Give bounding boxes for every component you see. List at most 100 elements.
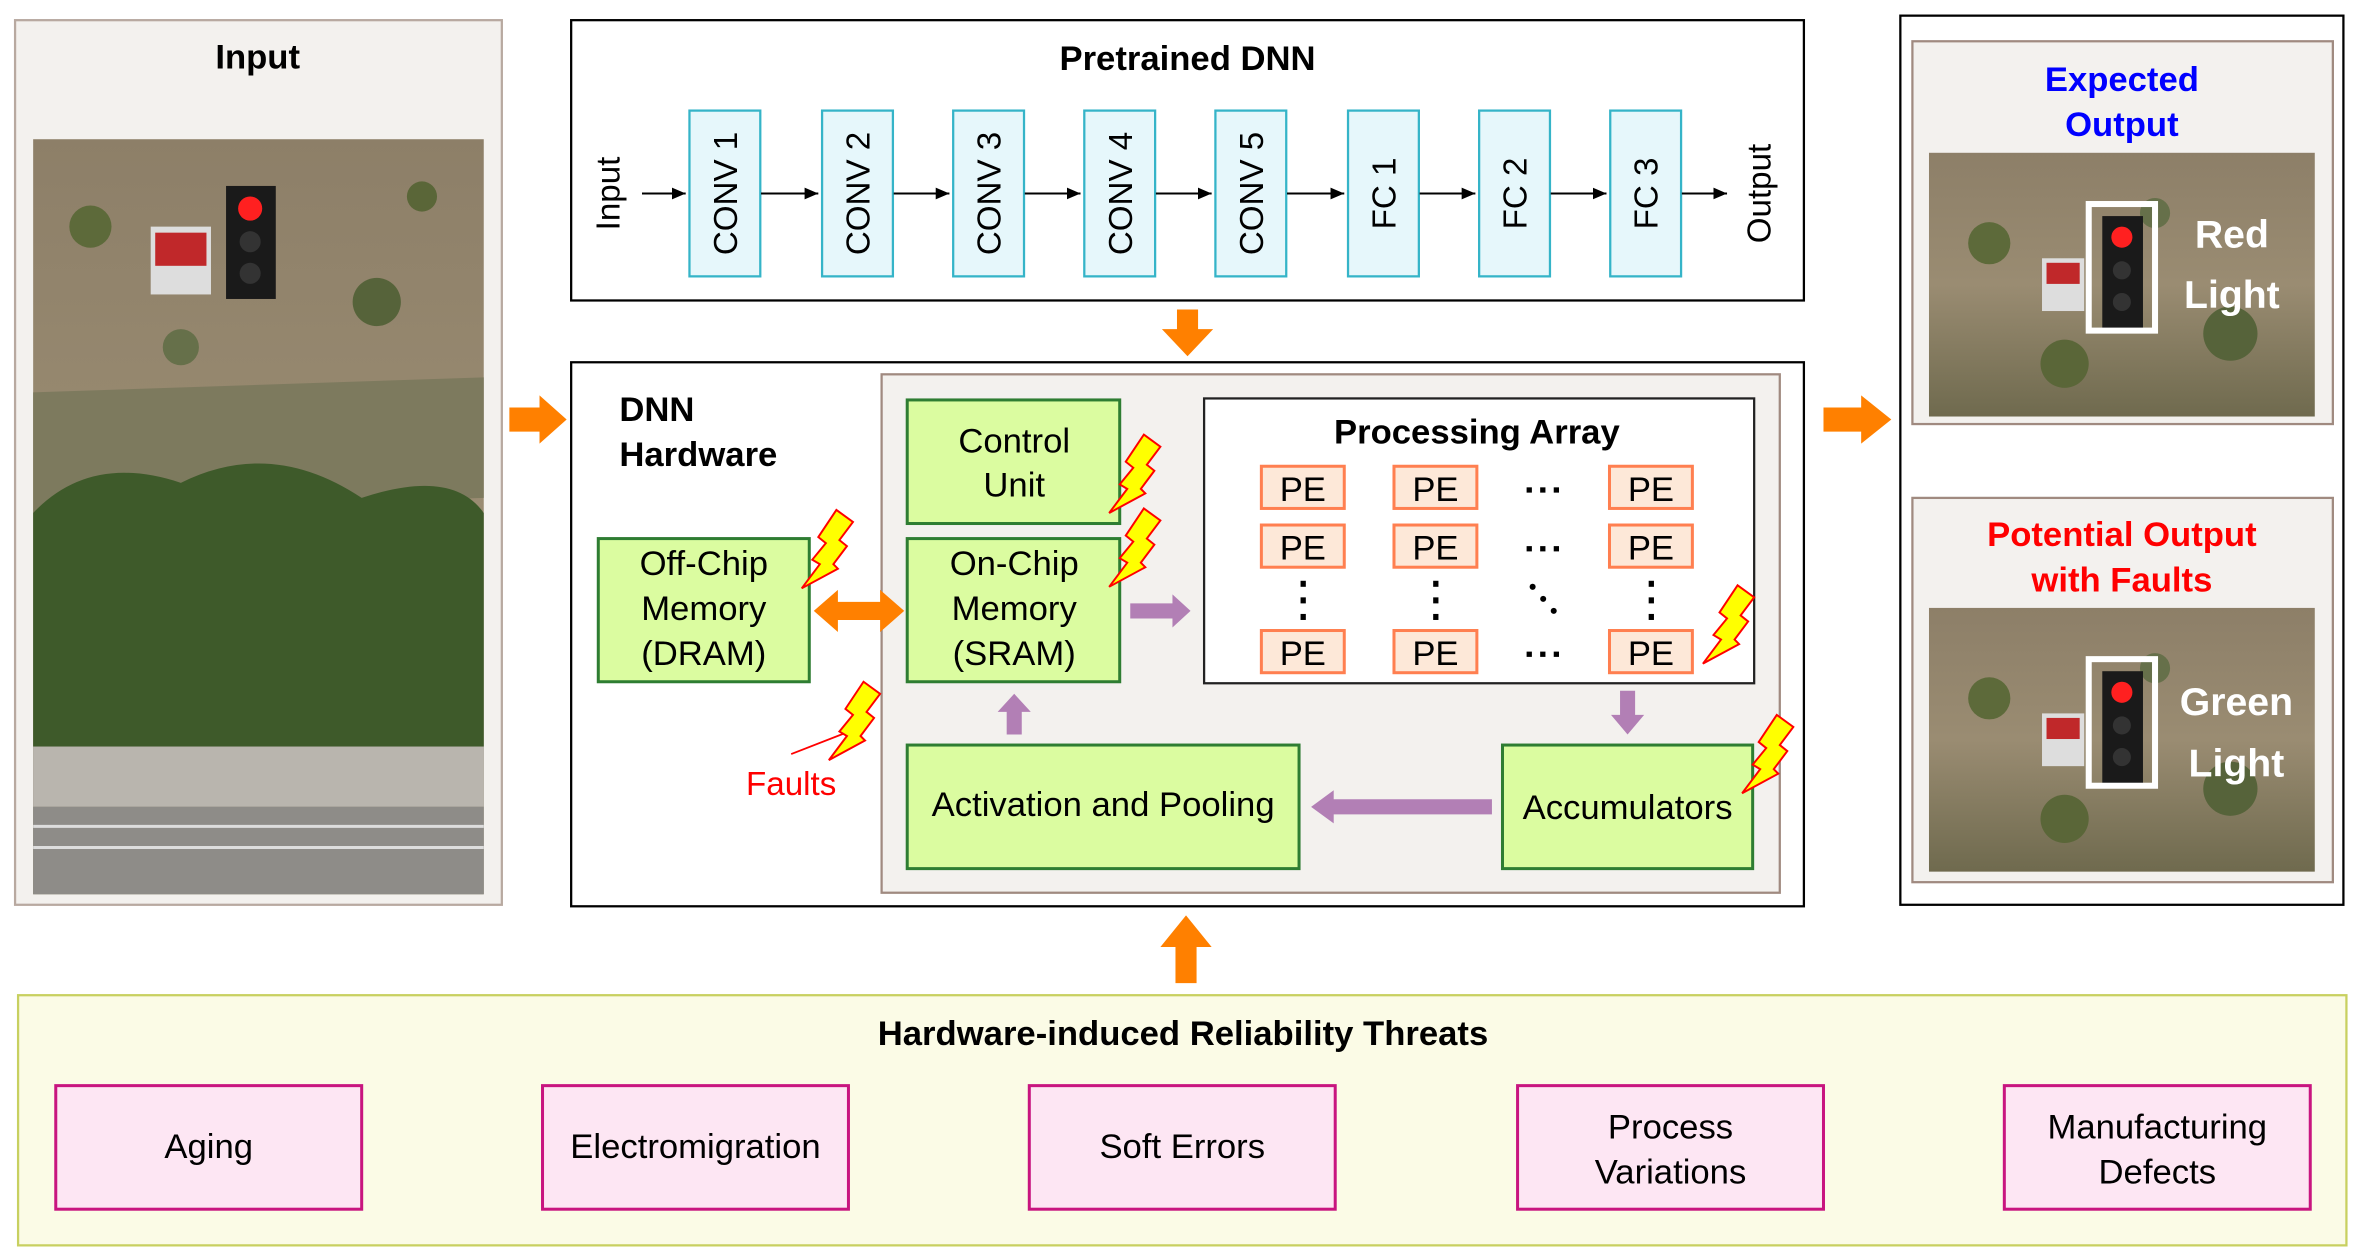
svg-text:CONV 1: CONV 1 <box>708 132 745 255</box>
svg-text:PE: PE <box>1628 635 1674 673</box>
pe-cell: PE <box>1259 523 1346 569</box>
layer-2: CONV 2 <box>820 109 895 278</box>
svg-text:Activation and Pooling: Activation and Pooling <box>932 786 1275 824</box>
ellipsis-dot <box>1433 613 1439 620</box>
input-title: Input <box>215 38 300 76</box>
pretrained-dnn-panel <box>570 19 1806 302</box>
layer-7: FC 2 <box>1478 109 1552 278</box>
detection-label-light: Light <box>2184 274 2280 317</box>
svg-text:(SRAM): (SRAM) <box>953 635 1076 673</box>
layer-1: CONV 1 <box>688 109 762 278</box>
ellipsis-dot <box>1526 651 1532 657</box>
lightning-fault-icon <box>1108 433 1162 514</box>
threats-title: Hardware-induced Reliability Threats <box>878 1015 1489 1053</box>
svg-text:Variations: Variations <box>1595 1154 1747 1192</box>
svg-text:Processing Array: Processing Array <box>1334 414 1620 452</box>
activation-to-sram-arrow <box>997 693 1031 735</box>
svg-text:CONV 5: CONV 5 <box>1234 132 1271 255</box>
ellipsis-dot <box>1553 487 1560 493</box>
layer-8: FC 3 <box>1609 109 1683 278</box>
pe-cell: PE <box>1392 523 1479 569</box>
svg-text:On-Chip: On-Chip <box>950 545 1079 583</box>
threat-item: Electromigration <box>541 1084 850 1211</box>
pe-cell: PE <box>1259 464 1346 510</box>
dnn-output-label: Output <box>1742 144 1779 243</box>
ellipsis-dot <box>1300 613 1306 620</box>
svg-text:Accumulators: Accumulators <box>1523 789 1733 827</box>
detection-label-light-2: Light <box>2189 743 2285 786</box>
faulty-output-title-1: Potential Output <box>1987 516 2257 554</box>
dnn-hardware-title-2: Hardware <box>619 436 777 474</box>
threat-item: Soft Errors <box>1027 1084 1337 1211</box>
dnn-hardware-title-1: DNN <box>619 391 694 429</box>
on-chip-memory-block: On-Chip Memory (SRAM) <box>905 537 1122 684</box>
svg-text:Control: Control <box>958 423 1070 461</box>
lightning-fault-icon <box>1741 713 1795 795</box>
layer-5: CONV 5 <box>1214 109 1288 278</box>
accumulators-block: Accumulators <box>1500 743 1755 871</box>
faults-label: Faults <box>746 766 836 803</box>
lightning-fault-icon <box>828 680 882 761</box>
svg-text:CONV 2: CONV 2 <box>841 132 878 255</box>
faulty-output-panel: Potential Output with Faults Green Light <box>1911 496 2334 884</box>
svg-text:Manufacturing: Manufacturing <box>2047 1108 2267 1146</box>
ellipsis-dot <box>1553 546 1560 552</box>
ellipsis-dot <box>1300 597 1306 604</box>
ellipsis-dot <box>1433 597 1439 604</box>
sram-to-array-arrow <box>1130 594 1191 628</box>
svg-text:FC 3: FC 3 <box>1629 158 1666 230</box>
svg-text:Electromigration: Electromigration <box>570 1128 820 1166</box>
ellipsis-dot <box>1553 651 1560 657</box>
hardware-to-output-arrow <box>1823 395 1892 444</box>
svg-text:PE: PE <box>1280 530 1326 568</box>
layer-4: CONV 4 <box>1083 109 1157 278</box>
pe-cell: PE <box>1392 464 1479 510</box>
ellipsis-dot <box>1540 546 1546 552</box>
array-to-accumulators-arrow <box>1610 690 1645 735</box>
pe-cell: PE <box>1607 523 1694 569</box>
svg-text:FC 2: FC 2 <box>1498 158 1535 230</box>
ellipsis-dot <box>1648 597 1654 604</box>
input-to-hardware-arrow <box>509 395 567 444</box>
off-chip-memory-block: Off-Chip Memory (DRAM) <box>596 537 811 684</box>
lightning-fault-icon <box>800 508 855 590</box>
expected-output-panel: Expected Output Red Light <box>1911 40 2334 426</box>
svg-text:(DRAM): (DRAM) <box>641 635 766 673</box>
ellipsis-dot <box>1529 583 1536 590</box>
svg-text:FC 1: FC 1 <box>1366 158 1403 230</box>
layer-3: CONV 3 <box>952 109 1026 278</box>
svg-text:Defects: Defects <box>2099 1154 2216 1192</box>
svg-text:Off-Chip: Off-Chip <box>640 545 768 583</box>
expected-output-title-2: Output <box>2065 106 2179 144</box>
ellipsis-dot <box>1648 613 1654 620</box>
expected-output-title-1: Expected <box>2045 61 2199 99</box>
svg-text:Process: Process <box>1608 1108 1733 1146</box>
input-image <box>33 139 484 895</box>
ellipsis-dot <box>1433 580 1439 587</box>
ellipsis-dot <box>1540 595 1547 602</box>
svg-text:Soft Errors: Soft Errors <box>1099 1128 1265 1166</box>
ellipsis-dot <box>1550 607 1557 614</box>
dnn-input-label: Input <box>590 157 627 231</box>
svg-text:PE: PE <box>1412 471 1458 509</box>
ellipsis-dot <box>1526 546 1532 552</box>
threat-item: Aging <box>54 1084 364 1211</box>
ellipsis-dot <box>1648 580 1654 587</box>
svg-text:Memory: Memory <box>641 590 767 628</box>
pe-cell: PE <box>1259 629 1346 675</box>
faulty-output-image <box>1929 608 2315 872</box>
ellipsis-dot <box>1540 487 1546 493</box>
svg-text:Aging: Aging <box>164 1128 253 1166</box>
svg-text:PE: PE <box>1412 530 1458 568</box>
layer-6: FC 1 <box>1346 109 1420 278</box>
detection-label-green: Green <box>2180 681 2293 724</box>
ellipsis-dot <box>1526 487 1532 493</box>
lightning-fault-icon <box>1702 583 1756 665</box>
memory-bidirectional-arrow <box>813 589 905 633</box>
pe-cell: PE <box>1607 464 1694 510</box>
ellipsis-dot <box>1540 651 1546 657</box>
activation-pooling-block: Activation and Pooling <box>905 743 1301 871</box>
